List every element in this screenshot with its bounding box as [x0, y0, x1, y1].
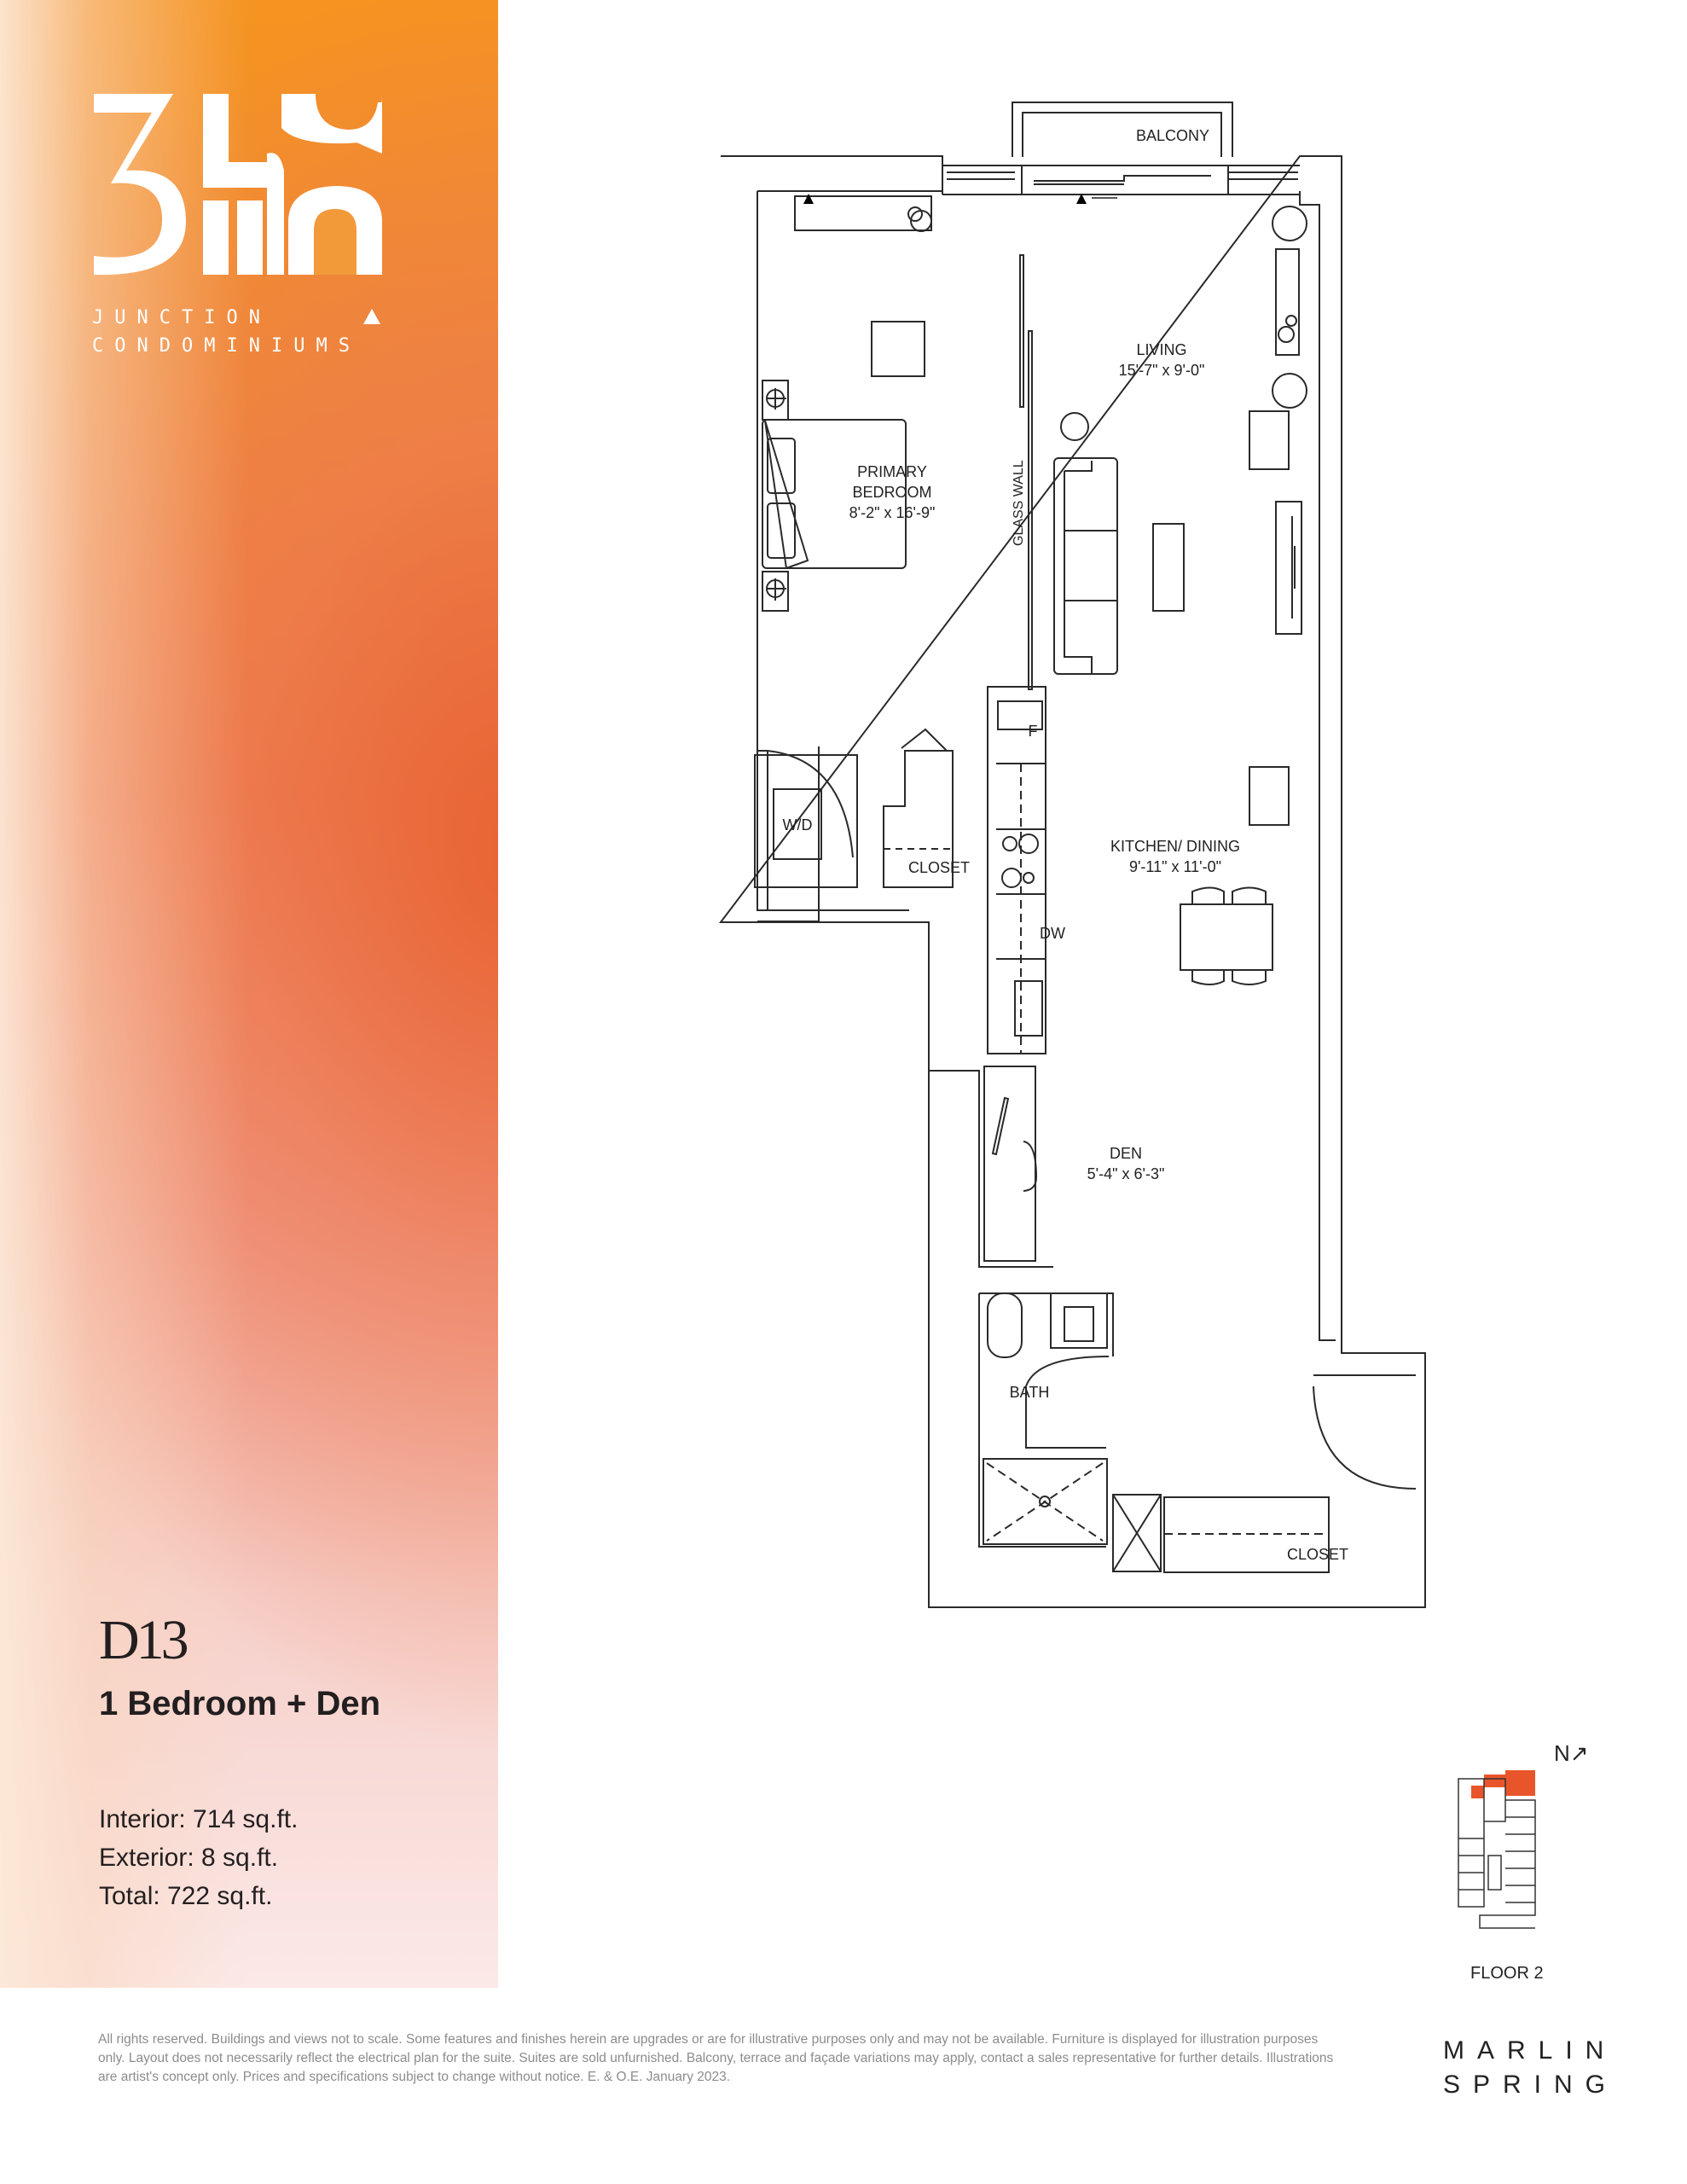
- north-indicator: N↗: [1554, 1740, 1589, 1767]
- interior-area: Interior: 714 sq.ft.: [99, 1805, 299, 1833]
- mech-and-closet: [1112, 1374, 1417, 1573]
- project-logo-316: [94, 94, 382, 276]
- exterior-walls: [718, 155, 1426, 1608]
- logo-condominiums-text: CONDOMINIUMS: [92, 335, 361, 357]
- bedroom-furniture: [762, 195, 932, 612]
- den-dims: 5'-4" x 6'-3": [1087, 1165, 1165, 1182]
- glass-wall: [1019, 254, 1033, 690]
- developer-line2: SPRING: [1443, 2071, 1619, 2099]
- closet-label-bedroom: CLOSET: [907, 859, 971, 876]
- north-label: N: [1554, 1740, 1570, 1766]
- unit-type: 1 Bedroom + Den: [99, 1685, 381, 1722]
- logo-junction-text: JUNCTION: [92, 307, 271, 328]
- dw-label: DW: [1040, 925, 1065, 942]
- developer-line1: MARLIN: [1443, 2036, 1617, 2065]
- unit-code: D13: [99, 1609, 189, 1671]
- developer-logo: MARLIN SPRING: [1443, 2034, 1618, 2102]
- den-furniture: [928, 1066, 1053, 1268]
- fridge-label: F: [1028, 723, 1038, 740]
- living-furniture: [1053, 206, 1307, 675]
- bathroom: [978, 1292, 1114, 1548]
- exterior-area: Exterior: 8 sq.ft.: [99, 1844, 279, 1872]
- bath-label: BATH: [1009, 1384, 1050, 1401]
- triangle-icon: [363, 309, 380, 324]
- kitchen-name: KITCHEN/ DINING: [1110, 838, 1241, 855]
- dining-furniture: [1180, 766, 1290, 985]
- laundry-and-closet: [754, 728, 954, 922]
- room-label-balcony: BALCONY: [1136, 125, 1209, 146]
- room-label-kitchen: KITCHEN/ DINING 9'-11" x 11'-0": [1110, 836, 1240, 877]
- closet-label-entry: CLOSET: [1286, 1546, 1349, 1563]
- legal-disclaimer: All rights reserved. Buildings and views…: [98, 2032, 1334, 2084]
- kitchen-counter: [987, 686, 1046, 1054]
- total-area: Total: 722 sq.ft.: [99, 1882, 273, 1910]
- bedroom-dims: 8'-2" x 16'-9": [849, 504, 936, 521]
- wd-label: W/D: [782, 816, 813, 834]
- kitchen-dims: 9'-11" x 11'-0": [1128, 858, 1222, 875]
- area-list: Interior: 714 sq.ft. Exterior: 8 sq.ft. …: [99, 1800, 298, 1915]
- brand-panel: JUNCTION CONDOMINIUMS D13 1 Bedroom + De…: [0, 0, 498, 1988]
- north-arrow-icon: ↗: [1569, 1740, 1589, 1766]
- balcony-outline: [1012, 102, 1233, 157]
- window-band: [942, 165, 1300, 195]
- bedroom-name-line2: BEDROOM: [852, 484, 932, 501]
- room-label-den: DEN 5'-4" x 6'-3": [1087, 1143, 1165, 1184]
- balcony-label: BALCONY: [1135, 127, 1210, 144]
- den-name: DEN: [1109, 1145, 1142, 1162]
- bedroom-name-line1: PRIMARY: [857, 463, 927, 480]
- room-label-bedroom: PRIMARY BEDROOM 8'-2" x 16'-9": [849, 462, 936, 523]
- glass-wall-label: GLASS WALL: [1012, 460, 1026, 546]
- door-markers: [803, 194, 1117, 204]
- floor-label: FLOOR 2: [1470, 1964, 1544, 1983]
- living-dims: 15'-7" x 9'-0": [1118, 362, 1205, 379]
- room-label-living: LIVING 15'-7" x 9'-0": [1119, 340, 1205, 380]
- key-plan: [1458, 1770, 1536, 1929]
- living-name: LIVING: [1136, 341, 1187, 358]
